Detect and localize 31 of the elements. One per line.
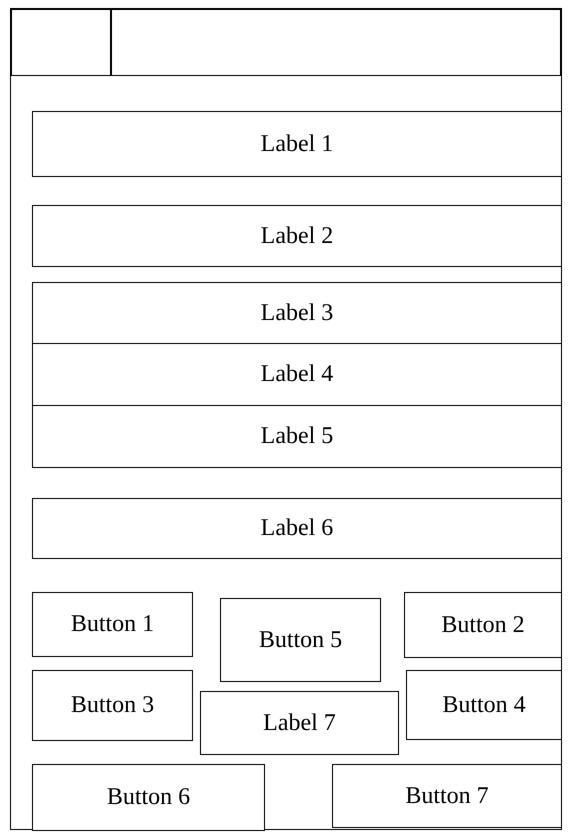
widget-box [406,670,562,740]
widget-label: Button 6 [106,784,190,811]
widget-label: Button 5 [258,626,342,654]
widget-box [200,691,399,755]
widget-label: Label 6 [260,515,334,542]
widget-box [32,282,562,345]
widget-box [32,111,562,177]
widget-label: Button 1 [70,611,154,638]
widget-box [32,205,562,267]
widget-label: Button 4 [442,692,526,718]
widget-label: Label 7 [263,710,336,736]
widget-box [32,343,562,406]
widget-box [32,764,265,831]
widget-box [220,598,381,682]
widget-box [32,670,193,741]
header-cell [110,9,561,76]
widget-box [32,405,562,468]
screen-frame [10,8,562,830]
widget-label: Label 4 [260,361,334,388]
widget-label: Label 5 [260,423,334,450]
widget-box [32,498,562,559]
widget-label: Label 1 [260,130,334,158]
widget-label: Label 3 [260,300,334,327]
widget-label: Button 2 [441,612,525,638]
widget-label: Button 7 [405,782,489,810]
widget-box [332,764,562,828]
widget-box [32,592,193,657]
widget-box [404,592,562,658]
header-cell [11,9,112,76]
widget-label: Label 2 [260,222,334,250]
widget-label: Button 3 [70,692,154,719]
